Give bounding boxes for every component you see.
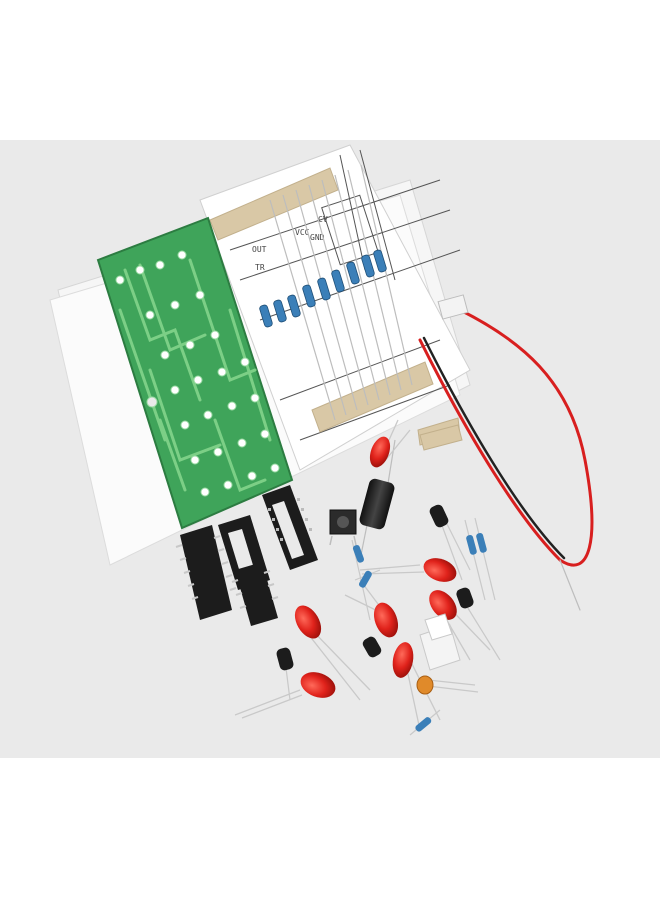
led-red-2 [423,558,457,582]
transistors [276,504,501,701]
led-red-1 [369,436,391,468]
ic-chip-right [231,562,279,626]
loose-resistors [351,517,496,736]
led-red-6 [429,590,457,620]
schematic-label-vcc: VCC [295,228,310,237]
green-pcb [96,216,294,530]
schematic-label-cv: CV [318,215,328,224]
schematic-label-gnd: GND [310,233,325,242]
led-red-7 [392,642,414,678]
led-red-5 [373,602,399,638]
product-photo: TR OUT CV GND VCC [0,140,660,758]
schematic-lines [229,149,461,441]
kit-illustration: TR OUT CV GND VCC [49,144,594,736]
schematic-label-tr: TR [255,263,265,272]
resistor-strip [259,164,413,421]
small-tape-label [419,424,463,451]
ic-socket-large [262,485,318,570]
ic-chip-left [175,525,237,620]
led-red-4 [300,672,336,698]
terminal-block [419,613,461,671]
ceramic-capacitor [416,675,479,695]
led-red-3 [294,605,322,639]
power-wire [418,294,594,611]
push-button [329,509,357,546]
schematic-label-out: OUT [252,245,267,254]
